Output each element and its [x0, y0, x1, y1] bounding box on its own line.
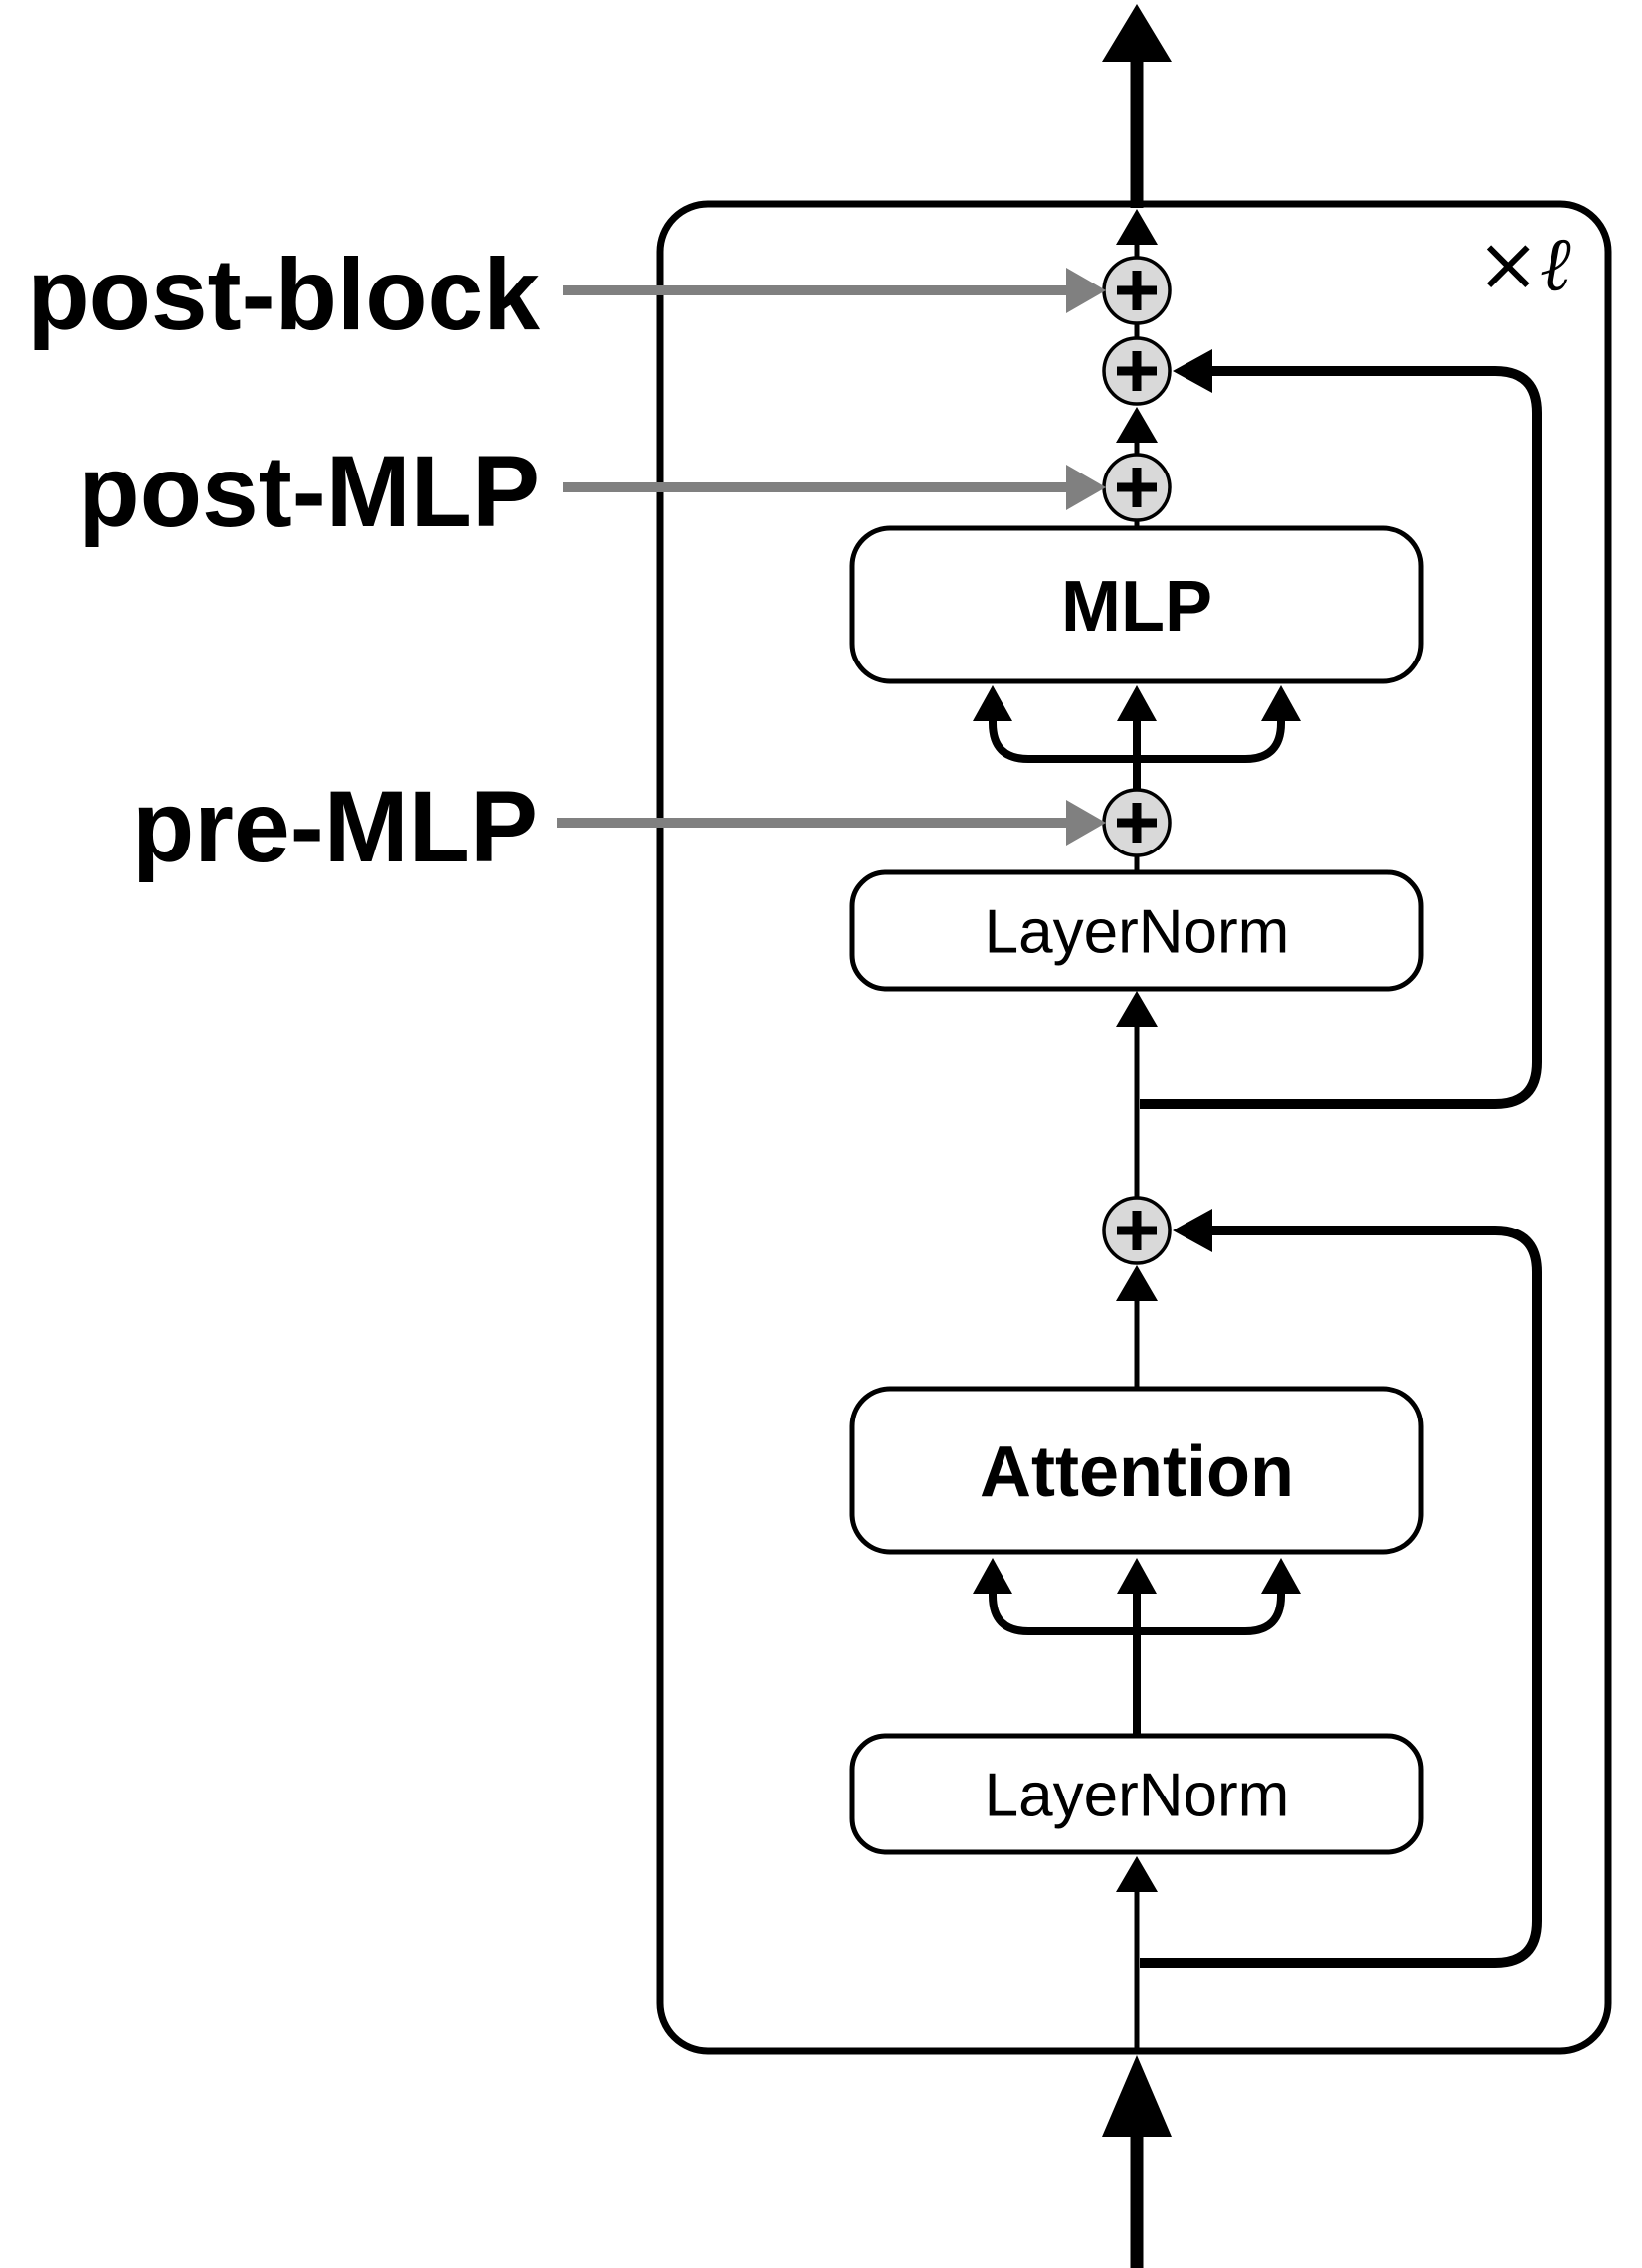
attention-label: Attention — [980, 1432, 1294, 1512]
mlp-box — [849, 525, 1424, 684]
up-arrowhead-icon — [1116, 407, 1158, 443]
attention-to-join-arrow — [1116, 1265, 1158, 1389]
post-block-to-output-arrow — [1116, 209, 1158, 258]
left-arrowhead-icon — [973, 1558, 1012, 1594]
output-arrowhead-icon — [1102, 4, 1172, 62]
annotation-post-block: post-block — [27, 238, 1106, 351]
up-arrowhead-icon — [1116, 991, 1158, 1027]
mlp-input-arrows — [973, 685, 1301, 790]
plus-node-attention-residual-join — [1102, 1196, 1172, 1265]
mlp-residual-path — [1140, 349, 1542, 1109]
right-arrowhead-icon — [1261, 685, 1301, 721]
layernorm-lower-box — [849, 1733, 1424, 1855]
layernorm-upper-label: LayerNorm — [985, 898, 1290, 967]
layernorm-upper-box — [849, 869, 1424, 992]
annotation-pre-mlp-arrowhead-icon — [1066, 800, 1106, 846]
annotation-post-block-arrowhead-icon — [1066, 268, 1106, 313]
mlp-residual-arrowhead-icon — [1173, 349, 1212, 393]
side-arcs — [989, 720, 1285, 763]
up-arrowhead-icon — [1116, 1856, 1158, 1892]
up-arrowhead-icon — [1116, 209, 1158, 245]
attention-block: Attention — [849, 1386, 1424, 1555]
layernorm-lower-label: LayerNorm — [985, 1762, 1290, 1830]
repeat-count-badge: ×ℓ — [1476, 220, 1571, 308]
plus-icon — [1117, 468, 1157, 507]
layernorm-upper-block: LayerNorm — [849, 869, 1424, 992]
up-arrowhead-icon — [1116, 1265, 1158, 1301]
annotation-pre-mlp: pre-MLP — [132, 770, 1106, 883]
plus-node-mlp-residual-join — [1102, 336, 1172, 406]
annotation-post-mlp-arrowhead-icon — [1066, 465, 1106, 510]
output-arrow — [1102, 4, 1172, 208]
plus-icon — [1117, 1211, 1157, 1250]
mlp-residual-line — [1140, 366, 1542, 1109]
plus-icon — [1117, 271, 1157, 310]
mlp-block: MLP — [849, 525, 1424, 684]
annotation-post-mlp-label: post-MLP — [78, 435, 540, 548]
right-arrowhead-icon — [1261, 1558, 1301, 1594]
input-arrowhead-icon — [1102, 2055, 1172, 2137]
left-arrowhead-icon — [973, 685, 1012, 721]
plus-icon — [1117, 803, 1157, 843]
attention-output-to-layernorm-upper-arrow — [1116, 991, 1158, 1198]
annotation-post-block-label: post-block — [27, 238, 540, 351]
center-arrowhead-icon — [1117, 1558, 1157, 1594]
plus-node-post-mlp — [1102, 453, 1172, 522]
mlp-label: MLP — [1061, 567, 1212, 647]
layernorm-lower-block: LayerNorm — [849, 1733, 1424, 1855]
post-mlp-to-join-arrow — [1116, 407, 1158, 456]
input-arrow — [1102, 2055, 1172, 2268]
attention-residual-arrowhead-icon — [1173, 1209, 1212, 1252]
center-arrowhead-icon — [1117, 685, 1157, 721]
attention-residual-line — [1140, 1226, 1542, 1968]
attention-residual-path — [1140, 1209, 1542, 1968]
side-arcs — [989, 1593, 1285, 1635]
annotation-pre-mlp-label: pre-MLP — [132, 770, 538, 883]
attention-box — [849, 1386, 1424, 1555]
plus-icon — [1117, 351, 1157, 391]
plus-node-pre-mlp — [1102, 788, 1172, 857]
attention-input-arrows — [973, 1558, 1301, 1736]
annotation-post-mlp: post-MLP — [78, 435, 1106, 548]
plus-node-post-block — [1102, 256, 1172, 325]
input-to-layernorm-lower-arrow — [1116, 1856, 1158, 2051]
